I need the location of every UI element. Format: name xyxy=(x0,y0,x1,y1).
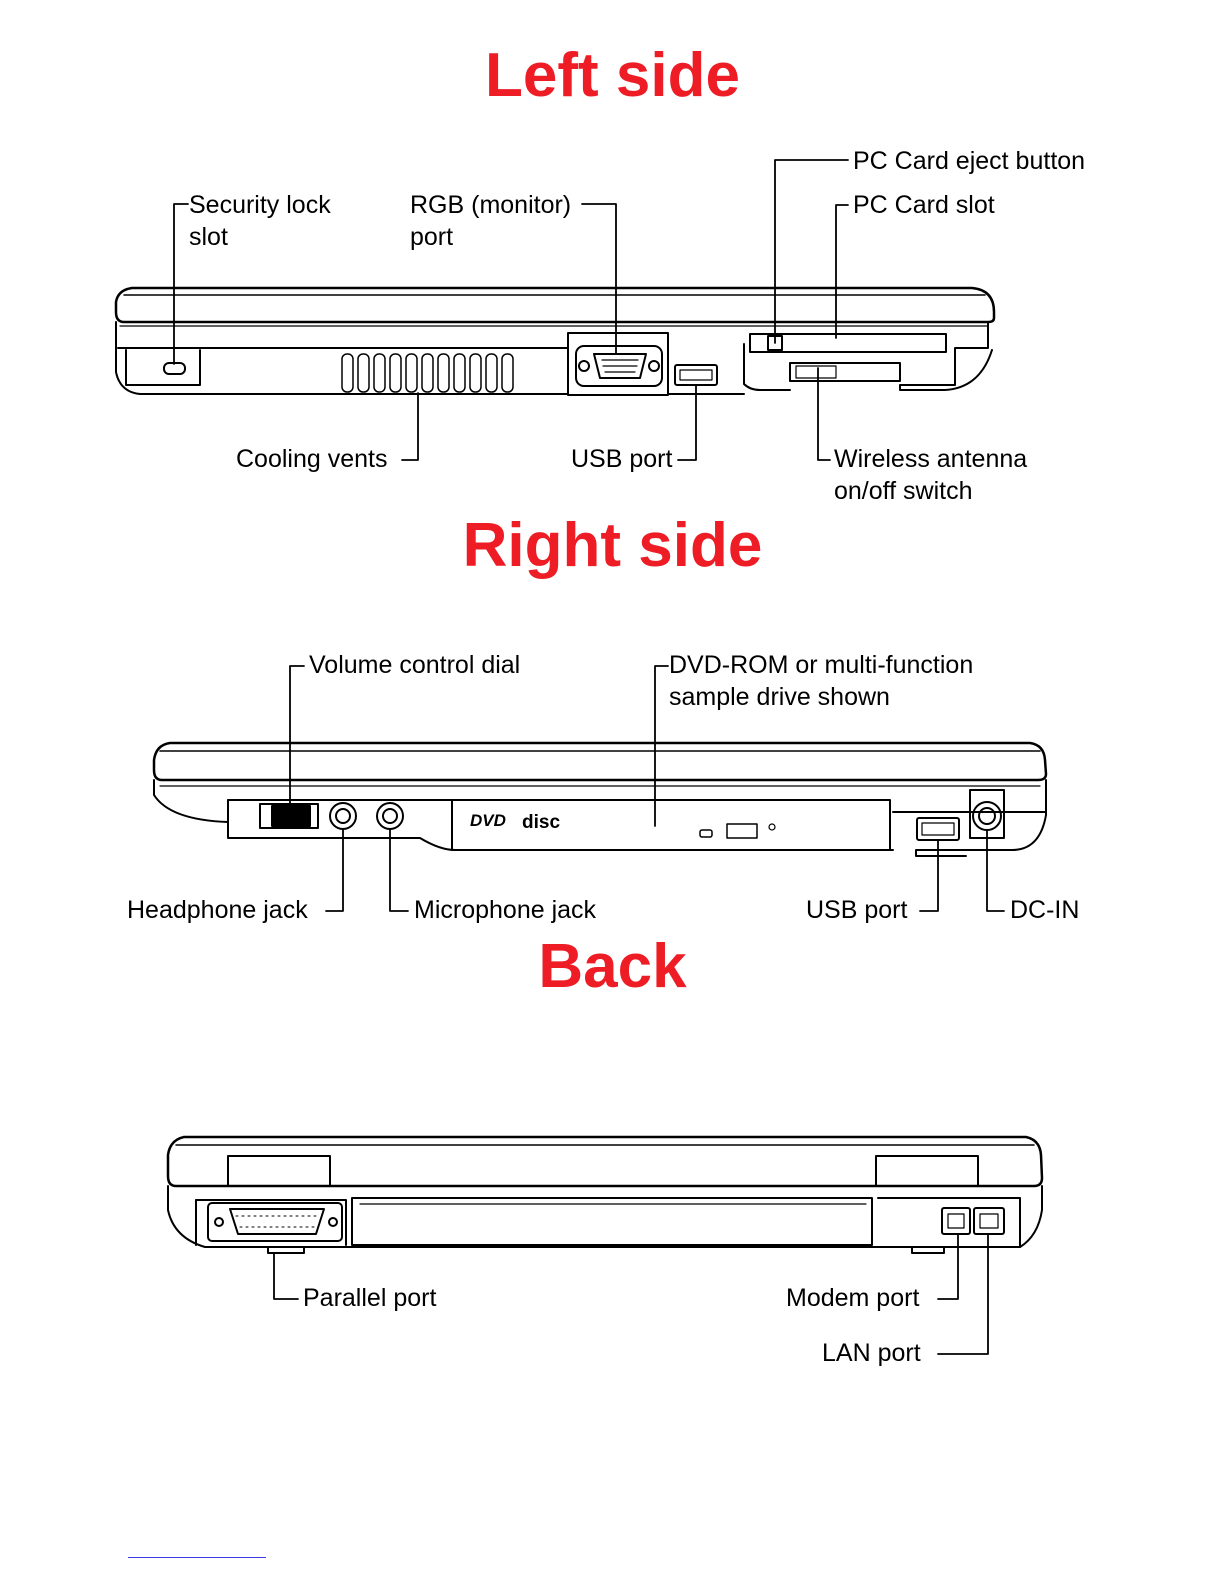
volume-control-dial-icon xyxy=(259,803,319,829)
leader-pc-card-slot xyxy=(835,204,849,339)
dvd-rom-label: DVD-ROM or multi-function sample drive s… xyxy=(669,651,974,711)
leader-microphone xyxy=(389,828,409,912)
usb-port-right-label: USB port xyxy=(806,896,908,924)
cooling-vents-label: Cooling vents xyxy=(236,445,388,473)
parallel-port-label: Parallel port xyxy=(303,1284,437,1312)
pc-card-slot-label: PC Card slot xyxy=(853,191,995,219)
callout-lines xyxy=(173,159,1005,1355)
dvd-logo-text: DVD xyxy=(470,811,506,830)
back-laptop xyxy=(166,1135,1044,1254)
modem-port-icon xyxy=(941,1207,971,1235)
leader-pc-card-eject xyxy=(774,159,849,344)
leader-usb-right xyxy=(919,839,939,912)
leader-security-lock xyxy=(173,203,189,365)
modem-port-label: Modem port xyxy=(786,1284,920,1312)
lan-port-label: LAN port xyxy=(822,1339,921,1367)
leader-rgb-port xyxy=(581,203,617,355)
dvd-logo: DVD disc xyxy=(470,811,560,833)
microphone-jack-icon xyxy=(376,802,404,830)
left-side-laptop xyxy=(114,286,996,395)
microphone-jack-label: Microphone jack xyxy=(414,896,597,924)
security-lock-slot-label: Security lock slot xyxy=(189,191,331,251)
rgb-port-icon xyxy=(567,332,669,396)
back-heading: Back xyxy=(538,932,687,1001)
leader-wireless-switch xyxy=(817,367,831,461)
wireless-switch-icon xyxy=(789,362,901,382)
leader-headphone xyxy=(325,828,344,912)
parallel-port-icon xyxy=(207,1202,343,1242)
disc-logo-text: disc xyxy=(522,812,560,833)
volume-control-dial-label: Volume control dial xyxy=(309,651,521,679)
usb-port-left-label: USB port xyxy=(571,445,673,473)
headphone-jack-label: Headphone jack xyxy=(127,896,308,924)
usb-port-left-icon xyxy=(674,364,718,386)
rgb-monitor-port-label: RGB (monitor) port xyxy=(410,191,572,251)
usb-port-right-icon xyxy=(916,817,960,841)
cooling-vents-icon xyxy=(341,353,514,393)
pc-card-slot-icon xyxy=(749,333,947,353)
leader-volume-dial xyxy=(289,665,305,807)
right-side-heading: Right side xyxy=(462,511,763,580)
leader-cooling-vents xyxy=(401,392,419,461)
leader-modem xyxy=(937,1233,959,1300)
leader-lan xyxy=(937,1233,989,1355)
right-side-laptop xyxy=(152,741,1048,857)
leader-usb-left xyxy=(677,385,697,461)
headphone-jack-icon xyxy=(329,802,357,830)
leader-dvd xyxy=(654,665,669,827)
lan-port-icon xyxy=(973,1207,1005,1235)
footer-rule xyxy=(128,1557,266,1558)
leader-dc-in xyxy=(986,829,1005,912)
leader-parallel xyxy=(273,1252,299,1300)
left-side-heading: Left side xyxy=(485,41,740,110)
pc-card-eject-button-label: PC Card eject button xyxy=(853,147,1086,175)
dvd-drive-icon xyxy=(699,823,776,839)
dc-in-label: DC-IN xyxy=(1010,896,1080,924)
wireless-switch-label: Wireless antenna on/off switch xyxy=(834,445,1028,505)
